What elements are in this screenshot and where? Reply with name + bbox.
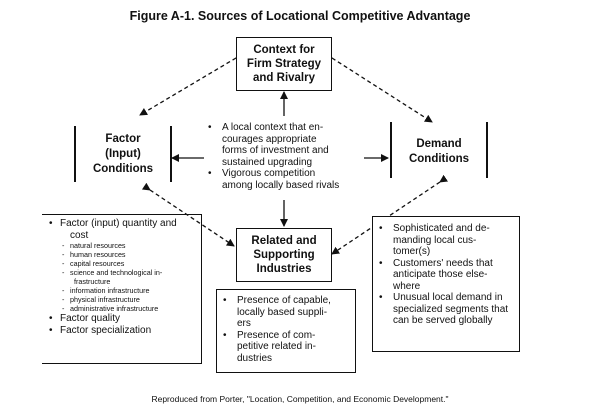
related-item-line: locally based suppli-: [237, 306, 328, 318]
related-item-line: Presence of capable,: [237, 295, 331, 306]
factor-list: Factor (input) quantity and cost natural…: [48, 218, 201, 336]
factor-bracket-right: [170, 126, 172, 182]
factor-label-line-3: Conditions: [92, 163, 154, 175]
demand-conditions-label: Demand Conditions: [394, 137, 484, 167]
center-note-line-6: among locally based rivals: [222, 179, 340, 191]
demand-bracket-left: [390, 122, 392, 178]
related-item-line: dustries: [237, 352, 273, 364]
context-label-line-2: Firm Strategy: [246, 58, 322, 70]
center-note-line-5: Vigorous competition: [222, 168, 316, 179]
factor-label-line-2: (Input): [105, 148, 141, 160]
context-label-line-3: and Rivalry: [253, 72, 315, 84]
factor-subitem: human resources: [48, 250, 201, 259]
center-notes: • A local context that en- courages appr…: [208, 122, 368, 191]
related-label-line-2: Supporting: [253, 249, 315, 261]
factor-subitem-cont: frastructure: [74, 277, 111, 286]
arrow-context-demand: [323, 50, 433, 123]
source-note: Reproduced from Porter, "Location, Compe…: [151, 394, 449, 404]
factor-label-line-1: Factor: [105, 133, 141, 145]
factor-subitem: administrative infrastructure: [48, 304, 201, 313]
demand-item-line: anticipate those else-: [393, 269, 488, 280]
related-list-box: • Presence of capable, locally based sup…: [216, 289, 356, 373]
factor-item: Factor (input) quantity and: [48, 218, 201, 230]
factor-item-cont: cost: [70, 229, 89, 241]
context-box: Context for Firm Strategy and Rivalry: [236, 37, 332, 91]
factor-subitem: science and technological in-: [48, 268, 201, 277]
related-label-line-3: Industries: [256, 263, 312, 275]
factor-item: Factor quality: [48, 313, 201, 325]
factor-list-box: Factor (input) quantity and cost natural…: [42, 214, 202, 364]
related-list: • Presence of capable, locally based sup…: [223, 295, 355, 364]
demand-item-line: where: [393, 280, 421, 292]
center-note-line-2: courages appropriate: [222, 133, 317, 145]
demand-bullet-1: •: [379, 223, 383, 234]
related-bullet-1: •: [223, 295, 227, 306]
center-note-line-4: sustained upgrading: [222, 156, 313, 168]
related-bullet-2: •: [223, 329, 227, 341]
demand-label-line-2: Conditions: [408, 153, 470, 165]
demand-bullet-3: •: [379, 292, 383, 303]
demand-item-line: Sophisticated and de-: [393, 223, 490, 234]
demand-item-line: Customers' needs that: [393, 257, 493, 269]
factor-subitem: information infrastructure: [48, 286, 201, 295]
demand-item-line: can be served globally: [393, 315, 493, 326]
demand-item-line: manding local cus-: [393, 234, 477, 246]
figure-title: Figure A-1. Sources of Locational Compet…: [129, 9, 471, 23]
factor-conditions-label: Factor (Input) Conditions: [78, 132, 168, 177]
factor-bracket-left: [74, 126, 76, 182]
context-label-line-1: Context for: [253, 44, 315, 56]
related-item-line: ers: [237, 318, 251, 329]
demand-bullet-2: •: [379, 257, 383, 269]
demand-list: • Sophisticated and de- manding local cu…: [379, 223, 519, 327]
factor-item: Factor specialization: [48, 325, 201, 337]
factor-subitem: physical infrastructure: [48, 295, 201, 304]
demand-list-box: • Sophisticated and de- manding local cu…: [372, 216, 520, 352]
factor-subitem: natural resources: [48, 241, 201, 250]
factor-subitem: capital resources: [48, 259, 201, 268]
demand-item-line: specialized segments that: [393, 303, 509, 315]
center-note-line-3: forms of investment and: [222, 145, 329, 156]
center-note-line-1: A local context that en-: [222, 122, 324, 133]
demand-item-line: tomer(s): [393, 246, 431, 257]
related-label-line-1: Related and: [251, 235, 317, 247]
related-item-line: Presence of com-: [237, 329, 316, 341]
arrow-context-factor: [139, 50, 245, 116]
demand-bracket-right: [486, 122, 488, 178]
center-bullet-2: •: [208, 168, 212, 179]
related-item-line: petitive related in-: [237, 341, 316, 352]
center-bullet-1: •: [208, 122, 212, 133]
related-box: Related and Supporting Industries: [236, 228, 332, 282]
demand-item-line: Unusual local demand in: [393, 292, 503, 303]
demand-label-line-1: Demand: [416, 138, 462, 150]
